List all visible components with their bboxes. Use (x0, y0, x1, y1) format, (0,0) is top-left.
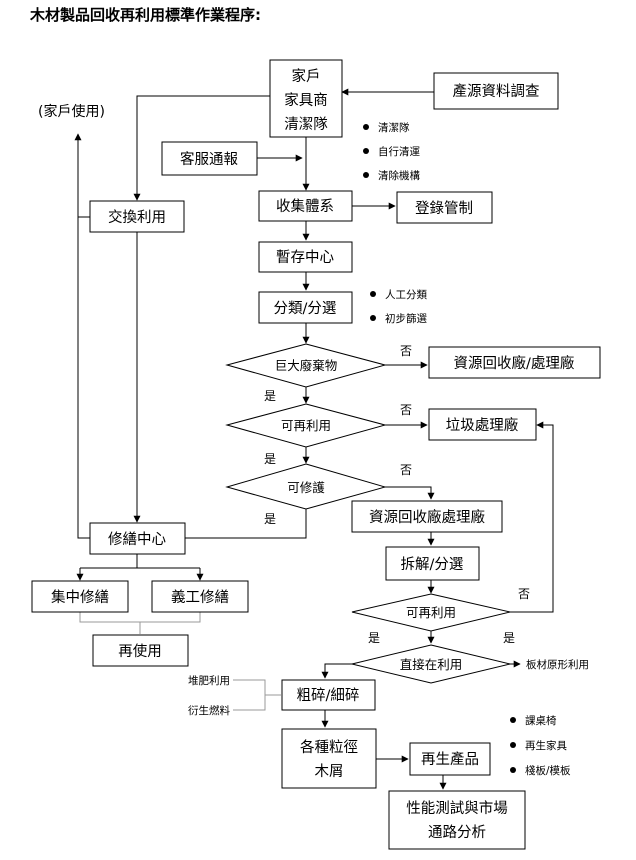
bullets-sorting: 人工分類 初步篩選 (370, 289, 427, 325)
reusable-2-label: 可再利用 (406, 605, 456, 620)
bullet-product-1: 課桌椅 (525, 714, 557, 727)
node-recycled-product: 再生產品 (409, 742, 491, 776)
connectors (74, 88, 554, 790)
bullet-dot (370, 291, 376, 297)
bullet-dot (510, 742, 516, 748)
diagram-title: 木材製品回收再利用標準作業程序: (29, 6, 261, 24)
bullets-source: 清潔隊 自行清運 清除機構 (363, 121, 420, 182)
market-analysis-line-1: 性能測試與市場 (406, 800, 508, 817)
edge-compost-fuel (233, 679, 281, 711)
bullet-source-2: 自行清運 (378, 145, 420, 158)
market-analysis-line-2: 通路分析 (428, 824, 486, 841)
exchange-label: 交換利用 (108, 208, 166, 226)
source-line-3: 清潔隊 (284, 116, 328, 133)
decision-reusable-2: 可再利用 (351, 593, 511, 632)
bullet-dot (363, 148, 369, 154)
node-source: 家戶 家具商 清潔隊 (269, 59, 343, 138)
node-exchange: 交換利用 (89, 200, 185, 233)
label-yes-reusable-2-left: 是 (368, 631, 380, 645)
label-yes-repairable: 是 (264, 512, 276, 526)
node-survey: 產源資料調查 (433, 72, 559, 110)
board-reuse-label: 板材原形利用 (526, 658, 589, 671)
bullet-dot (363, 172, 369, 178)
bullet-sorting-1: 人工分類 (385, 289, 427, 301)
bullets-products: 課桌椅 再生家具 棧板/模板 (510, 714, 571, 777)
repairable-label: 可修護 (287, 480, 325, 495)
decision-direct-use: 直接在利用 (351, 644, 511, 684)
registry-label: 登錄管制 (415, 199, 473, 217)
wood-chips-line-1: 各種粒徑 (300, 739, 358, 756)
recycle-plant-2-label: 資源回收廠處理廠 (369, 508, 485, 526)
node-repair-center: 修繕中心 (89, 522, 186, 555)
bullet-product-2: 再生家具 (525, 739, 567, 752)
bullet-dot (510, 767, 516, 773)
source-line-2: 家具商 (284, 92, 328, 109)
survey-label: 產源資料調查 (453, 83, 540, 100)
bullet-dot (363, 124, 369, 130)
edge-repairs-to-reuse (79, 612, 201, 634)
node-reuse: 再使用 (92, 634, 189, 667)
decision-repairable: 可修護 (225, 463, 387, 510)
label-yes-reusable-1: 是 (264, 452, 276, 466)
label-no-repairable: 否 (400, 463, 412, 477)
label-yes-reusable-2-right: 是 (503, 631, 515, 645)
wood-chips-line-2: 木屑 (315, 763, 344, 780)
edge-repair-to-household (74, 133, 90, 539)
volunteer-repair-label: 義工修繕 (171, 589, 229, 606)
node-wood-chips: 各種粒徑 木屑 (281, 728, 377, 789)
reuse-label: 再使用 (118, 643, 162, 660)
repair-center-label: 修繕中心 (108, 531, 166, 548)
label-no-reusable-1: 否 (400, 403, 412, 417)
decision-reusable-1: 可再利用 (225, 403, 387, 448)
node-market-analysis: 性能測試與市場 通路分析 (388, 790, 526, 850)
edge-reusable2-to-garbage (510, 421, 554, 613)
node-collection: 收集體系 (258, 190, 353, 222)
bullet-source-1: 清潔隊 (378, 121, 410, 134)
recycled-product-label: 再生產品 (421, 751, 479, 768)
crushing-label: 粗碎/細碎 (297, 687, 360, 704)
node-crushing: 粗碎/細碎 (281, 679, 376, 711)
node-central-repair: 集中修繕 (31, 580, 129, 613)
collection-label: 收集體系 (276, 198, 334, 215)
node-garbage-plant: 垃圾處理廠 (428, 408, 537, 441)
node-registry: 登錄管制 (396, 191, 493, 224)
garbage-plant-label: 垃圾處理廠 (446, 416, 519, 434)
reusable-1-label: 可再利用 (281, 418, 331, 433)
edge-repairable-to-recycle2 (385, 486, 435, 500)
decision-bulky: 巨大廢棄物 (225, 343, 387, 388)
node-sorting: 分類/分選 (258, 291, 353, 324)
node-recycle-plant-1: 資源回收廠/處理廠 (428, 346, 601, 379)
node-dismantle: 拆解/分選 (385, 546, 480, 581)
sorting-label: 分類/分選 (274, 300, 337, 317)
node-service: 客服通報 (161, 141, 258, 176)
bullet-dot (510, 717, 516, 723)
staging-label: 暫存中心 (276, 249, 334, 266)
node-volunteer-repair: 義工修繕 (151, 580, 249, 613)
label-yes-bulky: 是 (264, 389, 276, 403)
node-staging: 暫存中心 (258, 241, 353, 273)
bullet-sorting-2: 初步篩選 (385, 312, 427, 325)
source-line-1: 家戶 (292, 68, 321, 85)
edge-direct-to-crushing (321, 663, 352, 679)
node-recycle-plant-2: 資源回收廠處理廠 (351, 500, 503, 533)
edge-repairable-to-repair (185, 509, 307, 539)
service-label: 客服通報 (180, 151, 238, 168)
bullet-source-3: 清除機構 (378, 169, 420, 182)
bullet-dot (370, 315, 376, 321)
edge-source-to-exchange (133, 95, 270, 201)
label-no-reusable-2: 否 (518, 587, 530, 601)
edge-labels: 否 是 否 是 否 是 否 是 是 (264, 344, 530, 645)
edge-repair-split (80, 554, 200, 569)
direct-use-label: 直接在利用 (400, 657, 463, 672)
bullet-product-3: 棧板/模板 (525, 764, 571, 777)
label-no-bulky: 否 (400, 344, 412, 358)
compost-label: 堆肥利用 (188, 675, 230, 687)
central-repair-label: 集中修繕 (51, 589, 109, 606)
recycle-plant-1-label: 資源回收廠/處理廠 (454, 354, 575, 372)
bulky-label: 巨大廢棄物 (275, 358, 338, 373)
fuel-label: 衍生燃料 (188, 704, 230, 717)
dismantle-label: 拆解/分選 (401, 556, 464, 573)
household-use-label: (家戶使用) (38, 103, 105, 120)
